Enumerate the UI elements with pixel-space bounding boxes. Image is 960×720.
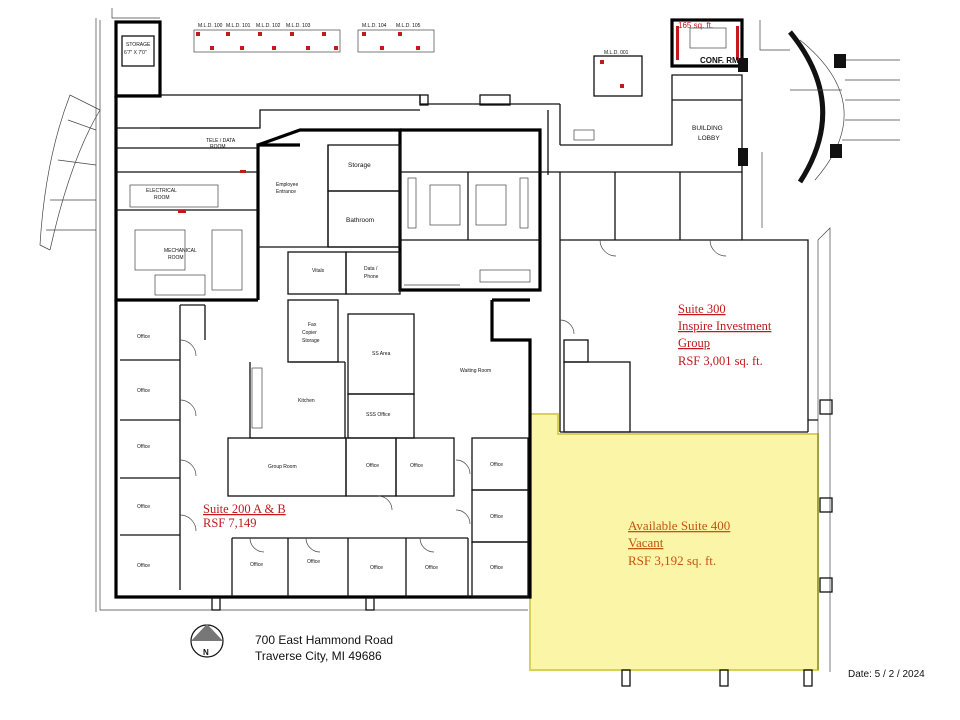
- compass-icon: N: [190, 624, 224, 658]
- suite-300-walls: [540, 171, 818, 433]
- suite-300-title-3: Group: [678, 336, 710, 350]
- label-office-4: Office: [137, 504, 150, 510]
- restroom-block: [400, 128, 542, 292]
- label-employee: Employee: [276, 182, 298, 188]
- suite-400-rsf: RSF 3,192 sq. ft.: [628, 553, 716, 568]
- label-data-phone-1: Data /: [364, 266, 378, 272]
- label-entrance: Entrance: [276, 189, 296, 195]
- exterior-piers: [211, 399, 833, 687]
- label-mld-100: M.L.D. 100: [198, 23, 223, 29]
- label-storage-dims: 6'7" X 7'0": [124, 50, 147, 56]
- label-office-6: Office: [250, 562, 263, 568]
- label-electrical: ELECTRICAL: [146, 188, 177, 194]
- suite-300-title-1: Suite 300: [678, 302, 726, 316]
- label-tele-room: ROOM: [210, 144, 226, 150]
- suite-400-title: Available Suite 400: [628, 518, 730, 533]
- label-bathroom: Bathroom: [346, 217, 374, 224]
- office-labels: Office Office Office Office Office Offic…: [137, 334, 503, 571]
- suite-300-rsf: RSF 3,001 sq. ft.: [678, 354, 763, 368]
- label-waiting-room: Waiting Room: [460, 368, 491, 374]
- left-windows: [39, 94, 101, 251]
- label-office-10: Office: [490, 565, 503, 571]
- label-mld-102: M.L.D. 102: [256, 23, 281, 29]
- room-labels: STORAGE 6'7" X 7'0" TELE / DATA ROOM ELE…: [124, 21, 741, 470]
- address-street: 700 East Hammond Road: [255, 633, 393, 647]
- suite-300-title-2: Inspire Investment: [678, 319, 772, 333]
- label-group-room: Group Room: [268, 464, 297, 470]
- label-conf-sqft: 165 sq. ft.: [678, 21, 713, 30]
- label-mld-001: M.L.D. 001: [604, 50, 629, 56]
- mld-workstations: [178, 26, 739, 213]
- label-building: BUILDING: [692, 125, 723, 132]
- label-mechanical: MECHANICAL: [164, 248, 197, 254]
- label-office-8: Office: [370, 565, 383, 571]
- plan-date: Date: 5 / 2 / 2024: [848, 669, 925, 680]
- label-vitals: Vitals: [312, 268, 325, 274]
- label-electrical-room: ROOM: [154, 195, 170, 201]
- suite-400-label[interactable]: Available Suite 400 Vacant RSF 3,192 sq.…: [628, 518, 730, 568]
- suite-200-label[interactable]: Suite 200 A & B RSF 7,149: [203, 502, 286, 530]
- label-fax: Fax: [308, 322, 317, 328]
- label-office-7: Office: [307, 559, 320, 565]
- label-conf-room: CONF. RM.: [700, 56, 741, 65]
- suite-200-title: Suite 200 A & B: [203, 502, 286, 516]
- suite-300-label[interactable]: Suite 300 Inspire Investment Group RSF 3…: [678, 302, 772, 368]
- label-storage-top: STORAGE: [126, 42, 151, 48]
- label-kitchen: Kitchen: [298, 398, 315, 404]
- label-storage-2: Storage: [302, 338, 320, 344]
- label-data-phone-2: Phone: [364, 274, 379, 280]
- suite-200-interior: [120, 299, 529, 598]
- label-mld-101: M.L.D. 101: [226, 23, 251, 29]
- entry-canopy: [788, 30, 900, 184]
- label-mld-103: M.L.D. 103: [286, 23, 311, 29]
- address-city: Traverse City, MI 49686: [255, 649, 382, 663]
- label-copier: Copier: [302, 330, 317, 336]
- label-office-11: Office: [366, 463, 379, 469]
- label-office-12: Office: [410, 463, 423, 469]
- label-office-2: Office: [137, 388, 150, 394]
- top-corridor: [116, 94, 561, 175]
- compass-north-label: N: [203, 648, 209, 657]
- suite-400-status: Vacant: [628, 535, 664, 550]
- suite-400-highlight[interactable]: [529, 413, 819, 671]
- label-office-5: Office: [137, 563, 150, 569]
- label-office-9: Office: [425, 565, 438, 571]
- label-office-13: Office: [490, 462, 503, 468]
- label-mld-104: M.L.D. 104: [362, 23, 387, 29]
- suite-200-rsf: RSF 7,149: [203, 516, 257, 530]
- suite-200-outline: [114, 298, 532, 599]
- label-sss-office: SSS Office: [366, 412, 391, 418]
- label-storage: Storage: [348, 162, 371, 169]
- label-office-14: Office: [490, 514, 503, 520]
- label-ss-area: SS Area: [372, 351, 391, 357]
- label-tele-data: TELE / DATA: [206, 138, 236, 144]
- label-mld-105: M.L.D. 105: [396, 23, 421, 29]
- lobby-area: [560, 18, 748, 172]
- label-mechanical-room: ROOM: [168, 255, 184, 261]
- label-office-1: Office: [137, 334, 150, 340]
- left-upper-block: [114, 20, 300, 302]
- label-office-3: Office: [137, 444, 150, 450]
- label-lobby: LOBBY: [698, 135, 720, 142]
